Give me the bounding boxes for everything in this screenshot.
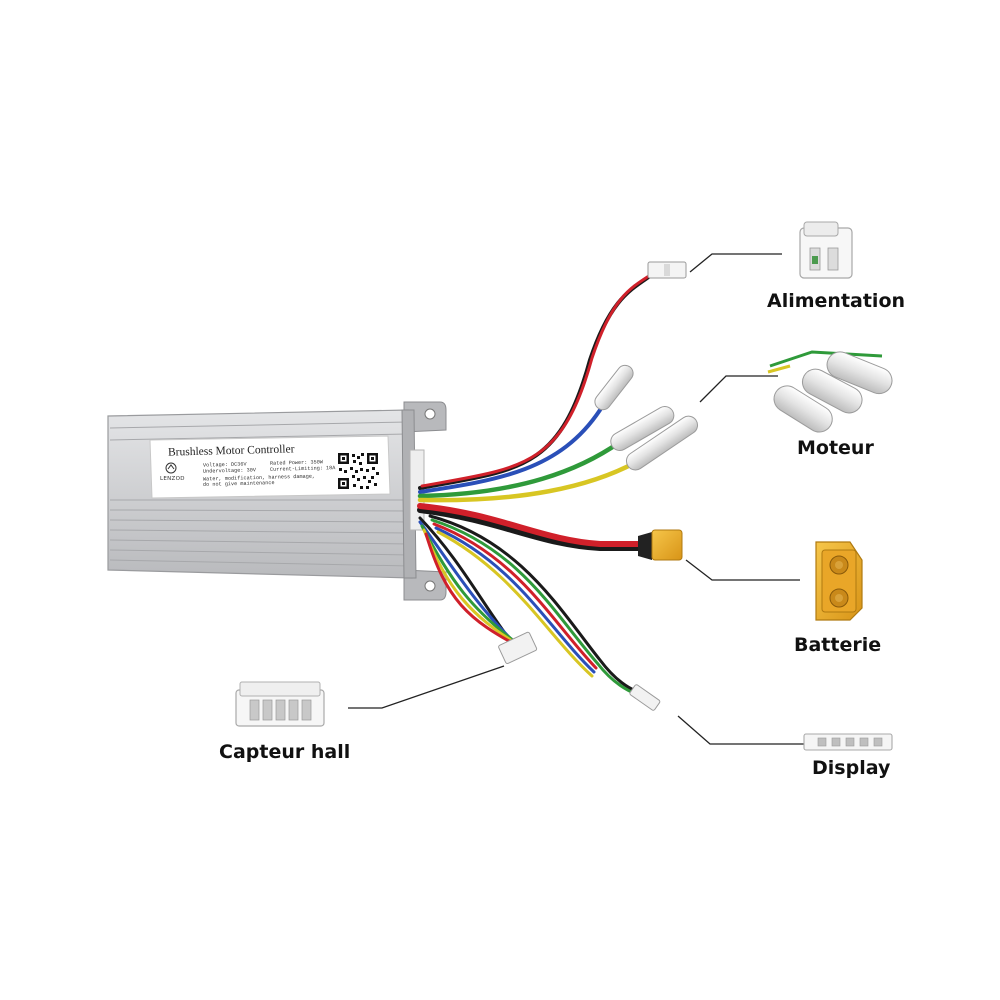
display-plug-small bbox=[629, 684, 661, 711]
label-capteur-hall: Capteur hall bbox=[219, 741, 351, 763]
motor-bullet-connectors bbox=[594, 364, 699, 471]
wire-bundle bbox=[417, 272, 654, 698]
label-display: Display bbox=[812, 757, 891, 779]
leader-lines bbox=[348, 253, 806, 745]
hall-plug-small bbox=[498, 631, 538, 664]
display-connector-detail bbox=[803, 733, 893, 751]
battery-xt60-plug bbox=[638, 529, 683, 561]
capteur-hall-connector-detail bbox=[235, 681, 325, 727]
batterie-connector-detail bbox=[815, 541, 863, 621]
alimentation-connector-detail bbox=[799, 221, 853, 279]
moteur-connector-detail bbox=[767, 350, 893, 433]
power-plug bbox=[647, 261, 687, 279]
label-moteur: Moteur bbox=[797, 437, 874, 459]
label-alimentation: Alimentation bbox=[767, 290, 906, 312]
label-batterie: Batterie bbox=[794, 634, 882, 656]
controller-brand-logo: LENZOD bbox=[160, 476, 185, 482]
controller-housing bbox=[107, 401, 447, 601]
qr-code bbox=[336, 451, 380, 491]
